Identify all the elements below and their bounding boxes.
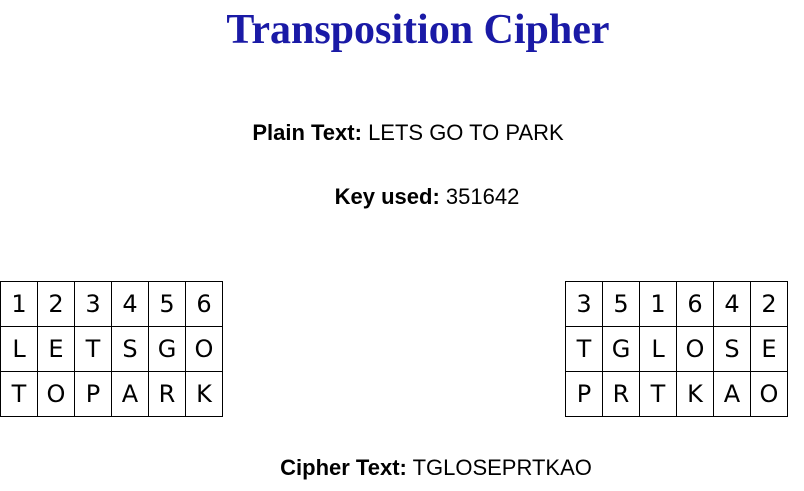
plain-text-label: Plain Text: [252, 120, 362, 145]
grid-cell: O [185, 326, 223, 372]
grid-header-cell: 3 [565, 281, 603, 327]
grid-header-row: 3 5 1 6 4 2 [565, 281, 788, 327]
grid-cell: K [676, 371, 714, 417]
grid-row: T G L O S E [565, 326, 788, 372]
plain-text-value: LETS GO TO PARK [368, 120, 564, 145]
grid-cell: G [602, 326, 640, 372]
grid-header-cell: 5 [148, 281, 186, 327]
grid-header-cell: 3 [74, 281, 112, 327]
cipher-text-line: Cipher Text: TGLOSEPRTKAO [34, 454, 804, 482]
grid-header-row: 1 2 3 4 5 6 [0, 281, 223, 327]
grid-row: T O P A R K [0, 371, 223, 417]
cipher-text-label: Cipher Text: [280, 455, 407, 480]
cipher-text-value: TGLOSEPRTKAO [412, 455, 592, 480]
grid-header-cell: 5 [602, 281, 640, 327]
grid-cell: S [713, 326, 751, 372]
plain-text-line: Plain Text: LETS GO TO PARK [6, 119, 804, 147]
grid-cell: T [565, 326, 603, 372]
grid-cell: O [676, 326, 714, 372]
grid-cell: E [37, 326, 75, 372]
grid-cell: T [639, 371, 677, 417]
plaintext-grid: 1 2 3 4 5 6 L E T S G O T O P A R K [0, 281, 223, 417]
grid-cell: E [750, 326, 788, 372]
grid-cell: R [602, 371, 640, 417]
grid-cell: R [148, 371, 186, 417]
grid-cell: T [0, 371, 38, 417]
grid-header-cell: 1 [0, 281, 38, 327]
grid-cell: O [37, 371, 75, 417]
grid-header-cell: 2 [750, 281, 788, 327]
grid-cell: L [0, 326, 38, 372]
grid-header-cell: 4 [713, 281, 751, 327]
page-title: Transposition Cipher [226, 7, 610, 53]
grid-header-cell: 4 [111, 281, 149, 327]
grid-row: L E T S G O [0, 326, 223, 372]
grid-header-cell: 6 [676, 281, 714, 327]
grid-cell: A [111, 371, 149, 417]
ciphertext-grid: 3 5 1 6 4 2 T G L O S E P R T K A O [565, 281, 788, 417]
grid-header-cell: 1 [639, 281, 677, 327]
grid-cell: P [74, 371, 112, 417]
key-line: Key used: 351642 [25, 183, 804, 211]
grid-cell: L [639, 326, 677, 372]
key-value: 351642 [445, 184, 520, 209]
grid-header-cell: 6 [185, 281, 223, 327]
grid-cell: A [713, 371, 751, 417]
grid-cell: T [74, 326, 112, 372]
grid-cell: P [565, 371, 603, 417]
grid-cell: K [185, 371, 223, 417]
grid-row: P R T K A O [565, 371, 788, 417]
grid-header-cell: 2 [37, 281, 75, 327]
grid-cell: G [148, 326, 186, 372]
grid-cell: O [750, 371, 788, 417]
grid-cell: S [111, 326, 149, 372]
key-label: Key used: [334, 184, 440, 209]
